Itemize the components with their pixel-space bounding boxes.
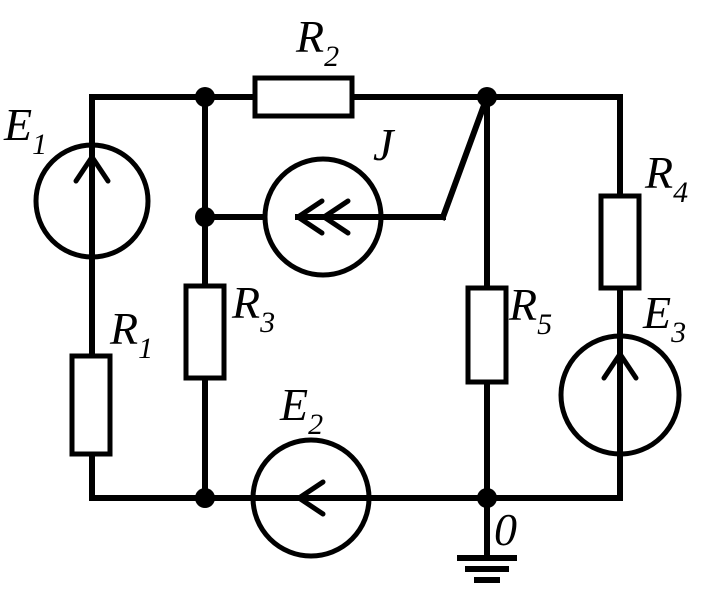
current-source-j — [262, 156, 385, 278]
label-r4: R4 — [644, 147, 688, 209]
voltage-source-e3 — [558, 333, 682, 457]
label-r3: R3 — [231, 277, 275, 339]
resistor-r1 — [69, 353, 113, 457]
nodes — [195, 87, 497, 508]
voltage-source-e1 — [33, 142, 151, 261]
wires — [89, 93, 623, 561]
arrow-up-icon — [73, 154, 111, 184]
label-r2: R2 — [295, 11, 339, 73]
resistor-r2 — [252, 75, 355, 119]
label-j: J — [373, 119, 396, 170]
resistor-r3 — [183, 283, 227, 381]
node-dot — [195, 207, 215, 227]
label-e3: E3 — [642, 287, 686, 349]
label-node-0: 0 — [494, 504, 517, 555]
double-arrow-left-icon — [295, 198, 325, 236]
node-dot — [477, 87, 497, 107]
resistor-r5 — [465, 285, 509, 385]
arrow-left-icon — [296, 479, 326, 517]
label-r1: R1 — [109, 303, 153, 365]
voltage-source-e2 — [250, 437, 373, 559]
node-dot — [195, 87, 215, 107]
label-e1: E1 — [3, 99, 47, 161]
node-dot — [195, 488, 215, 508]
ground-icon — [457, 555, 517, 583]
label-r5: R5 — [508, 279, 552, 341]
wire-j-diagonal — [439, 93, 491, 221]
resistor-r4 — [598, 193, 642, 291]
arrow-up-icon — [601, 351, 639, 381]
label-e2: E2 — [279, 379, 323, 441]
node-dot — [477, 488, 497, 508]
